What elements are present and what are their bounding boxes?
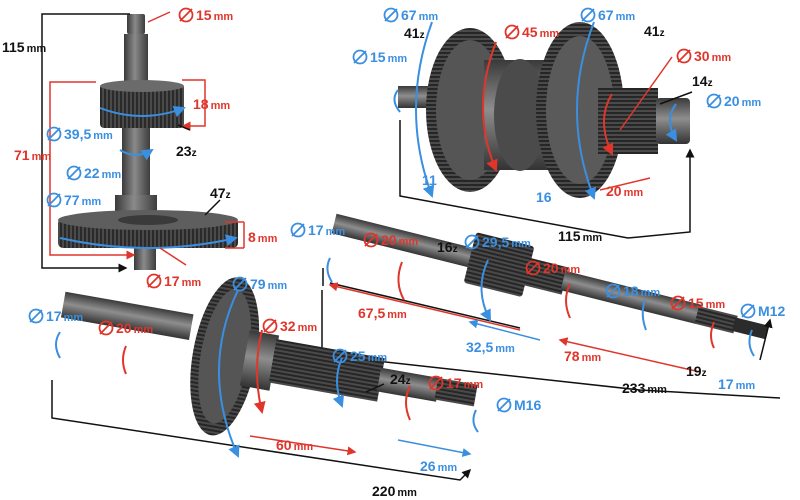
shaft3-thread: M12 (740, 303, 785, 319)
diameter-symbol-icon (706, 93, 722, 109)
diameter-symbol-icon (740, 303, 756, 319)
shaft3-gear-teeth: 16z (437, 239, 458, 255)
diameter-symbol-icon (290, 222, 306, 238)
shaft-1 (58, 14, 238, 270)
diameter-symbol-icon (232, 276, 248, 292)
shaft4-spline-teeth: 24z (390, 371, 411, 387)
diameter-symbol-icon (676, 48, 692, 64)
shaft2-right-teeth: 41z (644, 23, 665, 39)
diameter-symbol-icon (66, 165, 82, 181)
diameter-symbol-icon (363, 232, 379, 248)
diameter-symbol-icon (178, 7, 194, 23)
diameter-symbol-icon (580, 7, 596, 23)
shaft-4 (60, 277, 478, 436)
shaft-3 (331, 213, 769, 340)
diameter-symbol-icon (46, 192, 62, 208)
diameter-symbol-icon (496, 397, 512, 413)
diameter-symbol-icon (383, 7, 399, 23)
diameter-symbol-icon (525, 260, 541, 276)
diameter-symbol-icon (428, 375, 444, 391)
diameter-symbol-icon (146, 273, 162, 289)
shaft4-thread: M16 (496, 397, 541, 413)
diameter-symbol-icon (605, 283, 621, 299)
shaft2-small-teeth: 14z (692, 73, 713, 89)
shaft2-left-teeth: 41z (404, 25, 425, 41)
diameter-symbol-icon (28, 308, 44, 324)
diameter-symbol-icon (352, 49, 368, 65)
shaft2-left-width: 11 (422, 172, 437, 188)
shaft1-gear-teeth: 23z (176, 143, 197, 159)
diameter-symbol-icon (98, 320, 114, 336)
diameter-symbol-icon (46, 126, 62, 142)
diameter-symbol-icon (504, 24, 520, 40)
diameter-symbol-icon (670, 295, 686, 311)
diameter-symbol-icon (262, 318, 278, 334)
shaft2-right-width: 16 (536, 189, 552, 205)
shaft3-small-teeth: 19z (686, 363, 707, 379)
shaft-2 (398, 22, 690, 198)
diameter-symbol-icon (464, 234, 480, 250)
diameter-symbol-icon (332, 348, 348, 364)
shaft1-bottom-gear-teeth: 47z (210, 185, 231, 201)
